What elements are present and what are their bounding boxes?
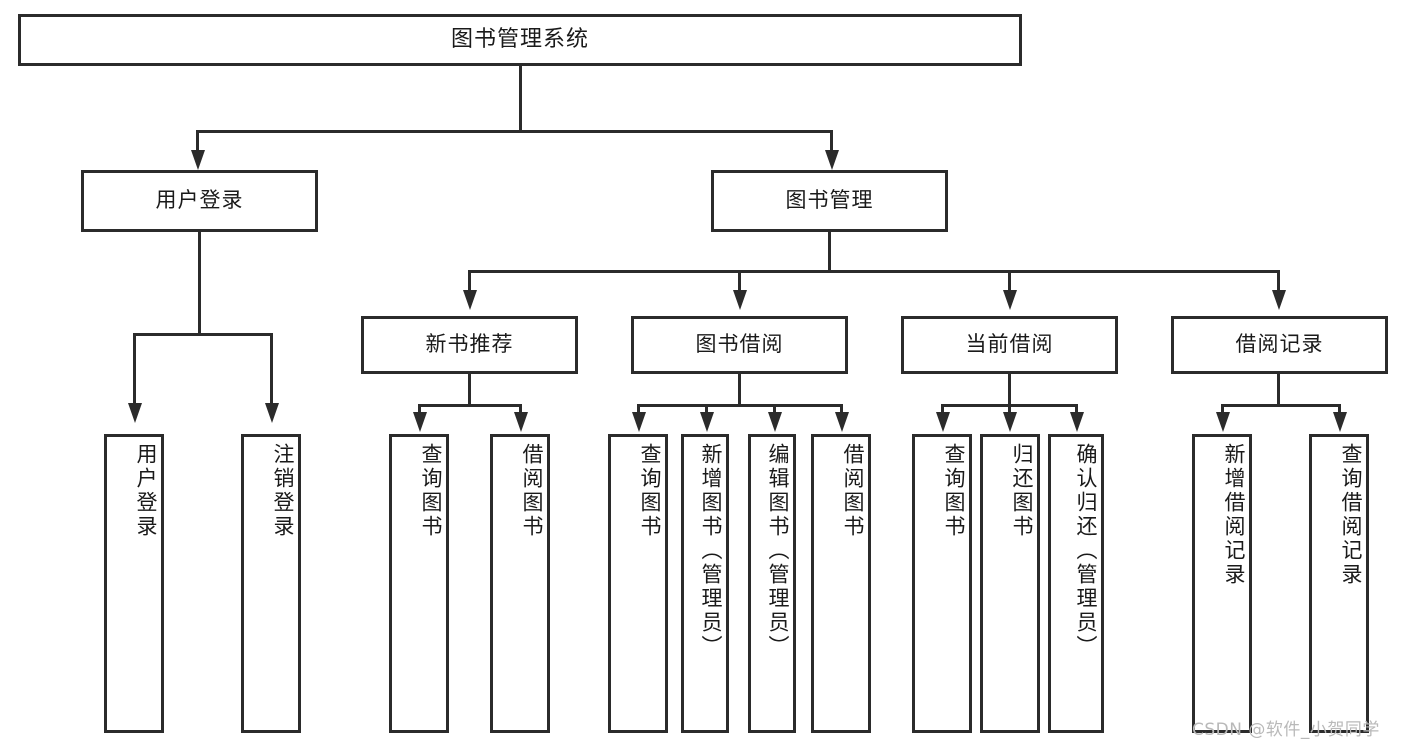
csdn-watermark: CSDN @软件_小贺同学 [1192,720,1380,740]
connector-root-bus [196,130,833,133]
connector-bookborrow-drop-3 [773,404,776,416]
connector-borrowrecords-bus [1221,404,1341,407]
connector-user-login-drop-1 [133,333,136,405]
connector-currentborrow-drop-1 [941,404,944,416]
node-label: 新增借阅记录 [1222,443,1246,587]
node-book-borrow[interactable]: 图书借阅 [631,316,848,374]
connector-root-drop-1 [196,130,199,153]
arrow-down-icon [1216,412,1230,432]
leaf-book-borrow-borrow[interactable]: 借阅图书 [811,434,871,733]
node-label: 编辑图书（管理员） [766,443,790,659]
arrow-down-icon [835,412,849,432]
leaf-new-book-borrow[interactable]: 借阅图书 [490,434,550,733]
leaf-book-borrow-query[interactable]: 查询图书 [608,434,668,733]
leaf-book-borrow-add[interactable]: 新增图书（管理员） [681,434,729,733]
arrow-down-icon [700,412,714,432]
leaf-current-borrow-return[interactable]: 归还图书 [980,434,1040,733]
node-label: 查询图书 [419,443,443,539]
connector-bookborrow-trunk [738,374,741,406]
connector-newbook-drop-2 [519,404,522,416]
connector-book-mgmt-bus [468,270,1280,273]
leaf-new-book-query[interactable]: 查询图书 [389,434,449,733]
arrow-down-icon [632,412,646,432]
connector-book-mgmt-trunk [828,232,831,272]
connector-borrowrecords-drop-1 [1221,404,1224,416]
connector-currentborrow-drop-3 [1075,404,1078,416]
connector-user-login-trunk [198,232,201,336]
connector-book-mgmt-drop-3 [1008,270,1011,292]
node-label: 查询图书 [638,443,662,539]
node-label: 注销登录 [271,443,295,539]
node-current-borrow[interactable]: 当前借阅 [901,316,1118,374]
connector-newbook-trunk [468,374,471,406]
arrow-down-icon [825,150,839,170]
leaf-current-borrow-query[interactable]: 查询图书 [912,434,972,733]
node-new-book-recommend[interactable]: 新书推荐 [361,316,578,374]
connector-root-trunk [519,66,522,130]
connector-root-drop-2 [830,130,833,153]
arrow-down-icon [768,412,782,432]
node-label: 确认归还（管理员） [1074,443,1098,659]
node-label: 新书推荐 [425,332,514,357]
connector-newbook-bus [418,404,522,407]
leaf-borrow-records-add[interactable]: 新增借阅记录 [1192,434,1252,733]
node-label: 当前借阅 [965,332,1054,357]
node-label: 查询图书 [942,443,966,539]
leaf-current-borrow-confirm-return[interactable]: 确认归还（管理员） [1048,434,1104,733]
node-label: 新增图书（管理员） [699,443,723,659]
node-label: 图书管理 [785,188,874,213]
arrow-down-icon [514,412,528,432]
connector-user-login-bus [133,333,270,336]
node-borrow-records[interactable]: 借阅记录 [1171,316,1388,374]
connector-currentborrow-drop-2 [1008,404,1011,416]
node-label: 用户登录 [134,443,158,539]
node-label: 借阅记录 [1235,332,1324,357]
arrow-down-icon [936,412,950,432]
node-label: 借阅图书 [841,443,865,539]
connector-borrowrecords-drop-2 [1338,404,1341,416]
arrow-down-icon [191,150,205,170]
node-user-login[interactable]: 用户登录 [81,170,318,232]
node-label: 图书借阅 [695,332,784,357]
connector-borrowrecords-trunk [1277,374,1280,406]
leaf-borrow-records-query[interactable]: 查询借阅记录 [1309,434,1369,733]
arrow-down-icon [733,290,747,310]
connector-user-login-drop-2 [270,333,273,405]
node-book-management[interactable]: 图书管理 [711,170,948,232]
node-label: 归还图书 [1010,443,1034,539]
connector-bookborrow-drop-2 [705,404,708,416]
arrow-down-icon [1272,290,1286,310]
node-label: 图书管理系统 [450,26,589,52]
connector-book-mgmt-drop-1 [468,270,471,292]
arrow-down-icon [1070,412,1084,432]
arrow-down-icon [128,403,142,423]
node-label: 用户登录 [155,188,244,213]
arrow-down-icon [1003,412,1017,432]
arrow-down-icon [1003,290,1017,310]
connector-bookborrow-bus [637,404,843,407]
connector-book-mgmt-drop-2 [738,270,741,292]
arrow-down-icon [463,290,477,310]
connector-bookborrow-drop-4 [840,404,843,416]
connector-currentborrow-trunk [1008,374,1011,406]
node-label: 借阅图书 [520,443,544,539]
leaf-user-login-logout[interactable]: 注销登录 [241,434,301,733]
leaf-user-login-login[interactable]: 用户登录 [104,434,164,733]
node-label: 查询借阅记录 [1339,443,1363,587]
connector-book-mgmt-drop-4 [1277,270,1280,292]
arrow-down-icon [265,403,279,423]
connector-bookborrow-drop-1 [637,404,640,416]
arrow-down-icon [413,412,427,432]
leaf-book-borrow-edit[interactable]: 编辑图书（管理员） [748,434,796,733]
arrow-down-icon [1333,412,1347,432]
connector-newbook-drop-1 [418,404,421,416]
node-root-book-management-system[interactable]: 图书管理系统 [18,14,1022,66]
